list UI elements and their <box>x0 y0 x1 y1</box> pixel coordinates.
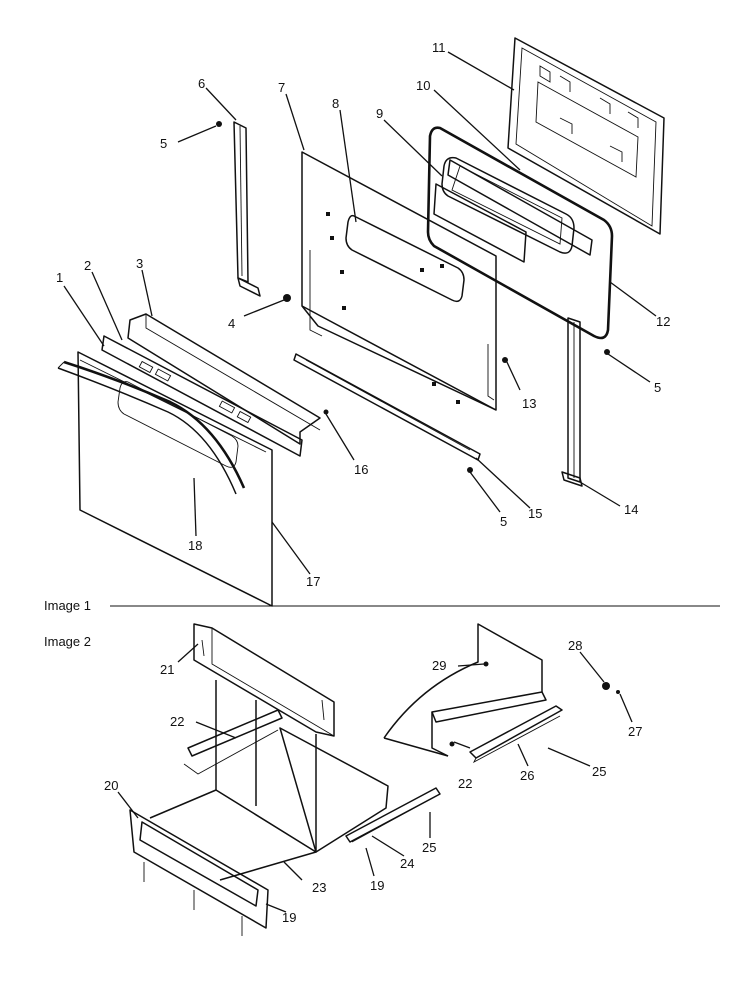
callouts-image1: 1 2 3 4 5 5 5 6 7 8 9 10 11 12 13 14 15 … <box>56 40 670 589</box>
callout-22-b: 22 <box>458 776 472 791</box>
callout-15: 15 <box>528 506 542 521</box>
callout-5-b: 5 <box>654 380 661 395</box>
part-14-right-hinge <box>561 317 583 487</box>
part-15-bottom-rail <box>293 353 481 461</box>
part-24-drawer-rail <box>345 787 441 843</box>
callout-17: 17 <box>306 574 320 589</box>
callout-27: 27 <box>628 724 642 739</box>
part-20-drawer-front <box>129 809 269 936</box>
callout-29: 29 <box>432 658 446 673</box>
callout-5-a: 5 <box>160 136 167 151</box>
callout-25-a: 25 <box>422 840 436 855</box>
callout-28: 28 <box>568 638 582 653</box>
callout-20: 20 <box>104 778 118 793</box>
part-21-drawer-back <box>193 623 335 737</box>
callout-3: 3 <box>136 256 143 271</box>
callout-24: 24 <box>400 856 414 871</box>
fasteners <box>216 121 610 473</box>
callout-5-c: 5 <box>500 514 507 529</box>
caption-image-2: Image 2 <box>44 634 91 649</box>
part-17-outer-door-panel <box>77 351 273 607</box>
callout-9: 9 <box>376 106 383 121</box>
callout-10: 10 <box>416 78 430 93</box>
callout-6: 6 <box>198 76 205 91</box>
part-23-drawer-body <box>149 680 389 881</box>
callouts-image2: 19 19 20 21 22 22 23 24 25 25 26 27 28 2… <box>104 638 642 925</box>
callout-1: 1 <box>56 270 63 285</box>
callout-19-a: 19 <box>370 878 384 893</box>
callout-13: 13 <box>522 396 536 411</box>
leader-lines-image1 <box>63 51 657 575</box>
callout-2: 2 <box>84 258 91 273</box>
part-2-vent-panel <box>101 335 303 457</box>
callout-18: 18 <box>188 538 202 553</box>
callout-7: 7 <box>278 80 285 95</box>
part-10-inner-glass <box>447 159 593 256</box>
callout-11: 11 <box>432 40 446 55</box>
callout-12: 12 <box>656 314 670 329</box>
fasteners-image2 <box>449 661 620 747</box>
part-3-vent-trim <box>127 313 321 445</box>
part-1-handle <box>57 360 246 495</box>
part-29-cabinet-side <box>383 623 563 764</box>
part-9-window-glass <box>433 156 575 263</box>
callout-8: 8 <box>332 96 339 111</box>
part-22-left-rail <box>183 709 283 775</box>
part-12-gasket <box>426 126 614 340</box>
callout-23: 23 <box>312 880 326 895</box>
callout-19-b: 19 <box>282 910 296 925</box>
callout-14: 14 <box>624 502 638 517</box>
part-11-door-frame <box>507 37 665 235</box>
part-8-window-opening <box>345 214 465 303</box>
part-7-inner-door-panel <box>301 151 497 411</box>
callout-4: 4 <box>228 316 235 331</box>
callout-16: 16 <box>354 462 368 477</box>
leader-lines-image2 <box>117 643 633 913</box>
caption-image-1: Image 1 <box>44 598 91 613</box>
part-6-left-hinge <box>233 121 261 297</box>
callout-25-b: 25 <box>592 764 606 779</box>
callout-26: 26 <box>520 768 534 783</box>
callout-22-a: 22 <box>170 714 184 729</box>
callout-21: 21 <box>160 662 174 677</box>
